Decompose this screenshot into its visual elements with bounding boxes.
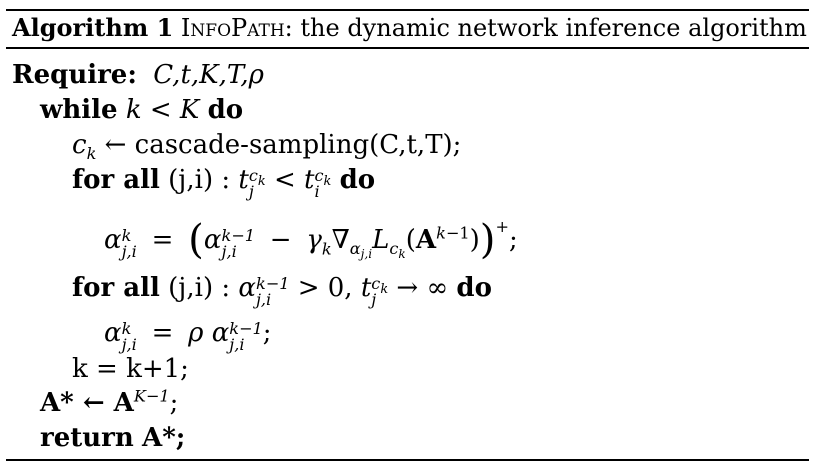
forall-limit-2: → ∞ [396, 273, 449, 303]
algorithm-label: Algorithm 1 [12, 13, 174, 42]
cascade-var-sub: k [86, 144, 97, 164]
forall-keyword-2: for all [72, 273, 160, 303]
forall-keyword-1: for all [72, 165, 160, 195]
cascade-args: (C,t,T); [369, 130, 462, 160]
top-rule [6, 9, 809, 11]
assign-arrow: ← [104, 130, 127, 160]
bottom-rule [6, 459, 809, 461]
while-keyword: while [40, 95, 118, 125]
while-line: while k < K do [40, 97, 243, 123]
astar-sup: K−1 [133, 386, 170, 406]
cascade-sampling-line: ck ← cascade-sampling(C,t,T); [72, 130, 462, 162]
cascade-var: c [72, 130, 87, 160]
forall-condition-2: > 0, [297, 273, 353, 303]
algorithm-caption-text: : the dynamic network inference algorith… [284, 14, 807, 42]
forall-pair-1: (j,i) : [168, 165, 231, 195]
astar-assign: A* ← A [40, 388, 134, 418]
while-condition: k < K [125, 95, 200, 125]
astar-line: A* ← AK−1; [40, 388, 179, 418]
require-line: Require: C,t,K,T,ρ [12, 62, 264, 88]
cascade-function: cascade-sampling [134, 130, 370, 160]
caption-rule [6, 47, 809, 49]
return-line: return A*; [40, 425, 185, 451]
assign2-tail: ; [262, 318, 272, 348]
require-keyword: Require: [12, 60, 137, 90]
return-keyword: return [40, 423, 134, 453]
forall-do-keyword-2: do [456, 273, 492, 303]
require-args: C,t,K,T,ρ [153, 60, 264, 90]
forall-pair-2: (j,i) : [168, 273, 231, 303]
algorithm-caption: Algorithm 1 InfoPath: the dynamic networ… [12, 13, 807, 42]
return-value: A*; [142, 423, 186, 453]
astar-end: ; [169, 388, 179, 418]
assign1-tail: ; [509, 225, 518, 256]
algorithm-name: InfoPath [180, 14, 285, 42]
forall-do-keyword-1: do [339, 165, 376, 195]
while-do-keyword: do [207, 95, 244, 125]
k-increment-line: k = k+1; [72, 354, 189, 384]
